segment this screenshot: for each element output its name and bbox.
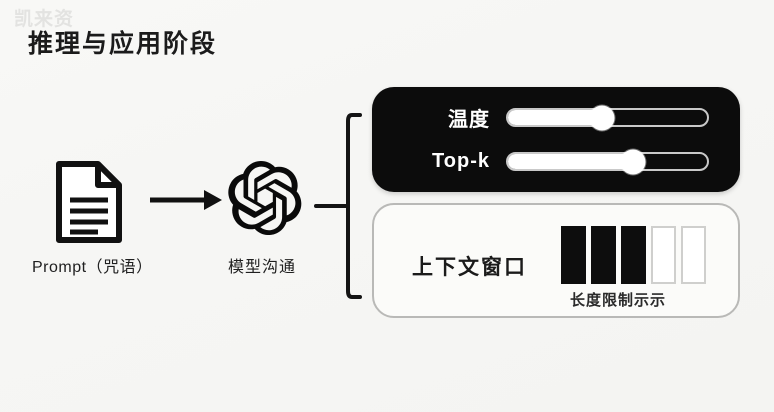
page-title: 推理与应用阶段 [28,30,218,58]
openai-logo-icon [228,161,302,235]
context-length-caption: 长度限制示示 [570,292,667,309]
prompt-node-label: Prompt（咒语） [32,259,153,276]
context-window-panel: 上下文窗口 长度限制示示 [372,203,740,318]
parameters-panel: 温度 Top-k [372,87,740,192]
temperature-slider[interactable] [506,105,709,130]
arrow-right-icon [150,188,222,212]
curly-bracket-icon [312,110,374,302]
slider-label-topk: Top-k [432,150,490,172]
topk-slider-knob[interactable] [620,149,646,174]
context-bar-4 [651,226,676,284]
topk-slider[interactable] [506,149,709,174]
context-window-label: 上下文窗口 [412,256,527,279]
slider-row-topk[interactable]: Top-k [372,148,740,176]
temperature-slider-fill [508,110,602,125]
slider-row-temperature[interactable]: 温度 [372,104,740,132]
context-bar-5 [681,226,706,284]
slider-label-temperature: 温度 [448,109,490,131]
context-length-bars [561,226,706,284]
context-bar-3 [621,226,646,284]
watermark: 凯来资 [14,9,75,30]
model-node-label: 模型沟通 [228,259,297,276]
topk-slider-fill [508,154,634,169]
context-bar-2 [591,226,616,284]
temperature-slider-knob[interactable] [589,105,615,130]
context-bar-1 [561,226,586,284]
document-icon [54,160,124,244]
